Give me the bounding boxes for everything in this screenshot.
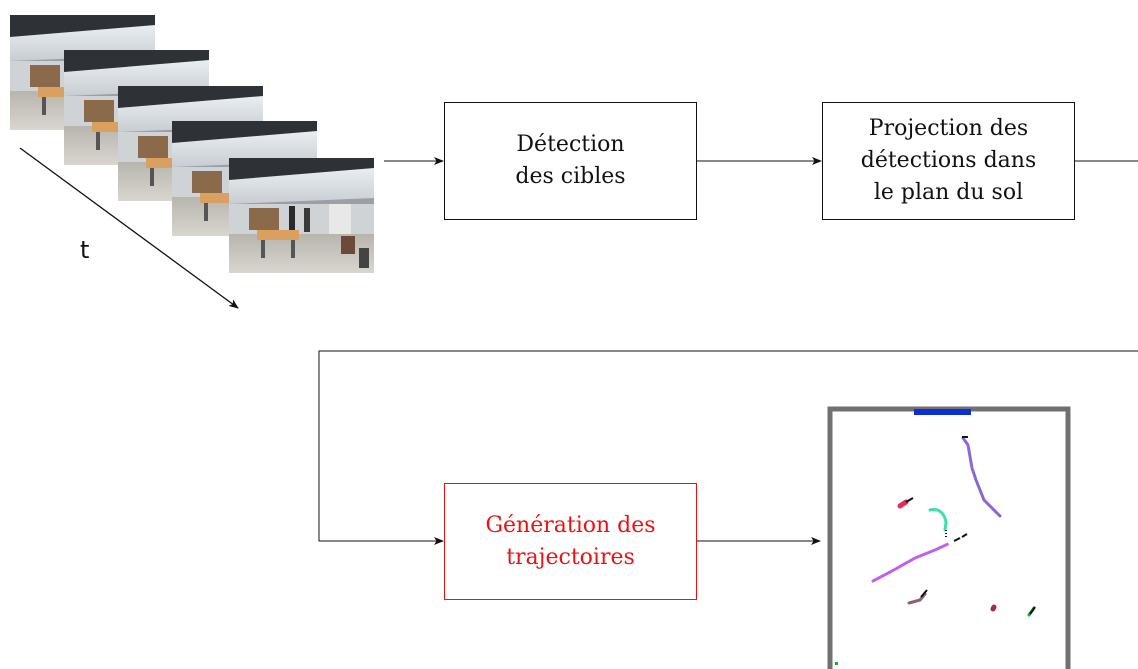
trajectory-4 (897, 499, 909, 509)
step-projection-label: Projection des détections dans le plan d… (860, 116, 1037, 205)
trajectory-head (905, 497, 914, 503)
time-label: t (80, 236, 90, 264)
trajectory-head (1029, 606, 1036, 615)
trajectory-head (953, 533, 968, 542)
trajectory-6 (990, 604, 997, 612)
time-axis-arrow (19, 147, 239, 309)
step-generation-label: Génération des trajectoires (485, 512, 656, 570)
map-border (827, 406, 1071, 669)
trajectory-dot (835, 662, 838, 665)
trajectory-1 (961, 436, 1002, 518)
trajectory-head (920, 589, 928, 598)
pipeline-connectors (318, 157, 1138, 545)
step-detection-box: Détection des cibles (444, 102, 697, 220)
trajectory-5 (907, 592, 927, 605)
step-projection-box: Projection des détections dans le plan d… (822, 102, 1075, 220)
line-wrap-to-generation (318, 350, 1138, 545)
trajectory-map (827, 406, 1071, 669)
step-detection-label: Détection des cibles (515, 132, 626, 189)
step-generation-box: Génération des trajectoires (444, 483, 697, 600)
map-door (914, 409, 971, 415)
trajectory-3 (871, 542, 950, 583)
trajectory-2 (928, 508, 948, 532)
input-frames-stack (10, 15, 374, 273)
input-frame (229, 158, 374, 273)
